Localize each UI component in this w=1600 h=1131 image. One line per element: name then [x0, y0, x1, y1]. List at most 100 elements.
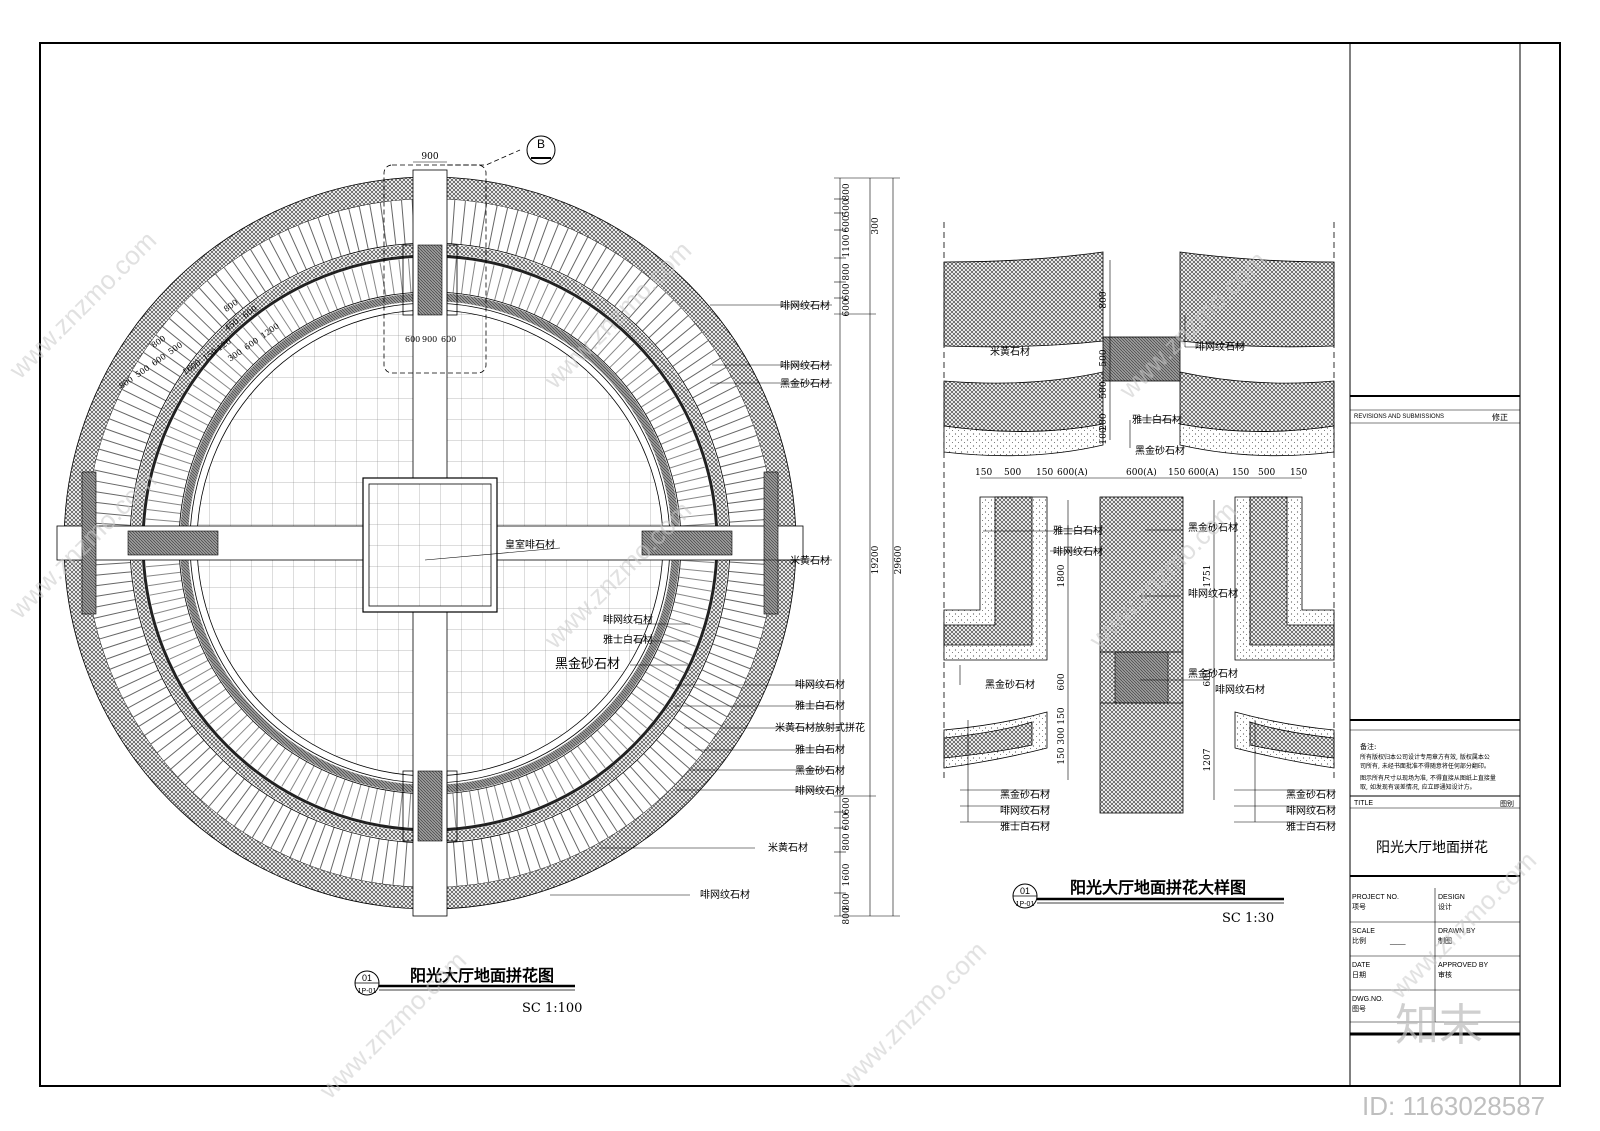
tb-notes-title: 备注:: [1360, 742, 1376, 751]
dl-2: 啡网纹石材: [1195, 340, 1245, 353]
watermark-9: www.znzmo.com: [1382, 845, 1542, 1005]
tb-note-4: 取, 如发现有误差情况, 应立即通知设计方。: [1360, 783, 1476, 791]
dd-arc-1: 800: [1099, 291, 1109, 308]
detail-tag-num: 01: [1020, 886, 1030, 896]
dd-arc-2: 500: [1099, 349, 1109, 366]
section-mark: B: [537, 137, 545, 151]
dim-diag-9: 300: [226, 347, 244, 363]
plan-tag-ref: 1P-01: [358, 988, 377, 995]
plan-label-5: 米黄石材: [790, 554, 830, 567]
plan-label-15: 米黄石材: [768, 841, 808, 854]
dd-top-8: 150: [1232, 468, 1249, 478]
plan-label-11: 米黄石材放射式拼花: [775, 721, 865, 734]
dim-r-3: 600: [842, 215, 852, 232]
watermark-id: ID: 1163028587: [1362, 1091, 1545, 1121]
tb-drawing-title: 阳光大厅地面拼花: [1376, 840, 1488, 856]
dd-mid-7: 150: [1057, 747, 1067, 764]
dim-r-2: 500: [842, 199, 852, 216]
dd-top-3: 150: [1036, 468, 1053, 478]
dl-15: 啡网纹石材: [1286, 804, 1336, 817]
plan-label-12: 雅士白石材: [795, 743, 845, 756]
tb-project-cn: 项号: [1352, 903, 1366, 911]
dd-top-6: 150: [1168, 468, 1185, 478]
dim-r-13: 1600: [842, 863, 852, 886]
tb-drawnby-cn: 制图: [1438, 936, 1452, 945]
dl-3: 雅士白石材: [1132, 413, 1182, 426]
tb-dwgno-en: DWG.NO.: [1352, 996, 1384, 1003]
tb-approved-en: APPROVED BY: [1438, 962, 1489, 969]
tb-note-3: 图示所有尺寸以现场为准, 不得直接从图纸上直接量: [1360, 774, 1496, 782]
sheet-frame: [39, 42, 1561, 1087]
dim-top-1: 900: [421, 152, 438, 162]
dd-mid-6: 300: [1057, 727, 1067, 744]
dim-r-8: 19200: [871, 545, 881, 574]
watermark-8: www.znzmo.com: [832, 935, 992, 1095]
dd-mid-4: 600: [1203, 669, 1213, 686]
tb-design-cn: 设计: [1438, 902, 1452, 911]
tb-date-en: DATE: [1352, 962, 1370, 969]
dd-top-1: 150: [975, 468, 992, 478]
dd-arc-3: 500: [1099, 381, 1109, 398]
tb-project-en: PROJECT NO.: [1352, 894, 1399, 901]
dd-top-4: 600(A): [1057, 467, 1088, 478]
tb-approved-cn: 审核: [1438, 970, 1452, 979]
dl-9: 黑金砂石材: [985, 678, 1035, 691]
detail-tag-ref: 1P-01: [1016, 901, 1035, 908]
plan-label-14: 啡网纹石材: [795, 784, 845, 797]
watermark-7: www.znzmo.com: [312, 945, 472, 1105]
dl-extra: 黑金砂石材: [1188, 667, 1238, 680]
tb-revisions-cn: 修正: [1492, 412, 1508, 422]
dd-mid-2: 1751: [1203, 565, 1213, 588]
dl-14: 黑金砂石材: [1286, 788, 1336, 801]
dim-r-11: 600: [842, 813, 852, 830]
plan-label-1: 啡网纹石材: [780, 299, 830, 312]
dd-top-7: 600(A): [1188, 467, 1219, 478]
dl-13: 雅士白石材: [1000, 820, 1050, 833]
plan-label-4: 皇室啡石材: [505, 538, 555, 551]
plan-label-6: 啡网纹石材: [603, 613, 653, 626]
dim-r-15: 800: [842, 907, 852, 924]
dim-r-9: 29600: [894, 545, 904, 574]
dl-10: 啡网纹石材: [1215, 683, 1265, 696]
dim-top-2: 600: [405, 335, 420, 344]
dl-16: 雅士白石材: [1286, 820, 1336, 833]
dl-8: 啡网纹石材: [1188, 587, 1238, 600]
floor-plan: B 900 600 900 600 800 500 600 500 800 16…: [56, 135, 904, 1016]
dim-r-6: 600: [842, 283, 852, 300]
tb-scale-en: SCALE: [1352, 928, 1375, 935]
dl-5: 雅士白石材: [1053, 524, 1103, 537]
dd-top-10: 150: [1290, 468, 1307, 478]
tb-revisions-en: REVISIONS AND SUBMISSIONS: [1354, 414, 1444, 420]
plan-label-8: 黑金砂石材: [555, 656, 620, 672]
plan-label-3: 黑金砂石材: [780, 377, 830, 390]
tb-design-en: DESIGN: [1438, 894, 1465, 901]
dim-r-7: 600: [842, 299, 852, 316]
dd-top-9: 500: [1258, 468, 1275, 478]
plan-label-2: 啡网纹石材: [780, 359, 830, 372]
dim-r-5: 800: [842, 263, 852, 280]
dd-arc-4: 200: [1099, 413, 1109, 430]
plan-label-13: 黑金砂石材: [795, 764, 845, 777]
dim-r-4: 1100: [842, 234, 852, 257]
tb-title-cn: 图别: [1500, 799, 1514, 808]
detail-title: 阳光大厅地面拼花大样图: [1070, 878, 1246, 897]
tb-drawnby-en: DRAWN BY: [1438, 928, 1476, 935]
dim-r-14: 800: [842, 893, 852, 910]
plan-tag-num: 01: [362, 973, 372, 983]
dd-mid-5: 150: [1057, 707, 1067, 724]
dim-top-3: 900: [422, 335, 437, 344]
dd-top-5: 600(A): [1126, 467, 1157, 478]
dl-6: 啡网纹石材: [1053, 545, 1103, 558]
detail-scale: SC 1:30: [1222, 911, 1274, 926]
dl-4: 黑金砂石材: [1135, 444, 1185, 457]
tb-dwgno-cn: 图号: [1352, 1005, 1366, 1013]
plan-label-16: 啡网纹石材: [700, 888, 750, 901]
dl-11: 黑金砂石材: [1000, 788, 1050, 801]
plan-scale: SC 1:100: [522, 1001, 582, 1016]
tb-title-en: TITLE: [1354, 800, 1373, 807]
dl-7: 黑金砂石材: [1188, 521, 1238, 534]
tb-date-cn: 日期: [1352, 971, 1366, 979]
dim-r-12: 800: [842, 833, 852, 850]
watermark-logo: 知末: [1395, 1000, 1483, 1051]
